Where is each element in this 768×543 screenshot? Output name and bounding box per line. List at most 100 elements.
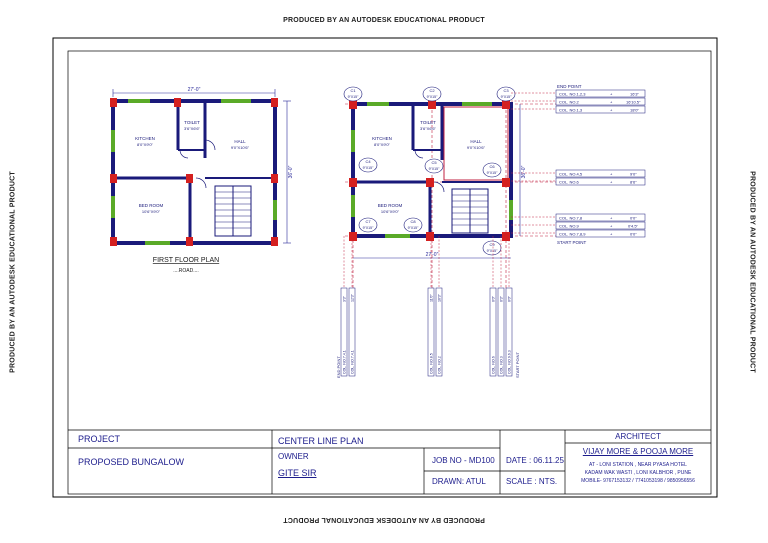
svg-text:+: + — [610, 172, 613, 177]
svg-text:9"X15": 9"X15" — [501, 95, 512, 99]
architect-address-1: AT - LONI STATION , NEAR PYASA HOTEL — [589, 462, 687, 468]
svg-text:COL. NO.2: COL. NO.2 — [559, 100, 580, 105]
svg-text:9"X15": 9"X15" — [348, 95, 359, 99]
ffp-toilet-label: TOILET — [184, 120, 200, 125]
svg-text:COL. NO.7,8: COL. NO.7,8 — [559, 216, 583, 221]
watermark-top: PRODUCED BY AN AUTODESK EDUCATIONAL PROD… — [283, 17, 485, 24]
svg-text:0'0": 0'0" — [630, 216, 637, 221]
ffp-width-dim: 27'-0" — [188, 87, 201, 93]
col-tag-c5: C5 — [431, 160, 437, 165]
svg-text:COL. NO.7,4,1: COL. NO.7,4,1 — [343, 350, 347, 374]
svg-text:9"X15": 9"X15" — [487, 171, 498, 175]
svg-text:COL. NO.7,8,9: COL. NO.7,8,9 — [559, 232, 586, 237]
svg-text:+: + — [610, 232, 613, 237]
col-tag-c2: C2 — [429, 88, 435, 93]
svg-text:+: + — [610, 100, 613, 105]
svg-text:3'6"X6'6": 3'6"X6'6" — [420, 126, 437, 131]
svg-text:3'3": 3'3" — [343, 295, 347, 302]
svg-text:+: + — [610, 108, 613, 113]
architect-names: VIJAY MORE & POOJA MORE — [582, 447, 694, 456]
col-tag-c6: C6 — [489, 164, 495, 169]
ffp-title: FIRST FLOOR PLAN — [153, 257, 219, 264]
svg-text:0'0": 0'0" — [508, 295, 512, 302]
svg-text:9"X15": 9"X15" — [363, 166, 374, 170]
bottom-start-point-label: START POINT — [515, 351, 520, 378]
ffp-kitchen-size: 8'0"X9'0" — [137, 142, 154, 147]
svg-text:9"X15": 9"X15" — [487, 249, 498, 253]
ffp-hall-label: HALL — [234, 139, 246, 144]
svg-text:0'0": 0'0" — [492, 295, 496, 302]
ffp-outer-wall — [111, 99, 277, 245]
svg-text:+: + — [610, 92, 613, 97]
center-line-plan: C1 9"X15" C2 9"X15" C3 9"X15" C4 9"X15" … — [336, 84, 646, 378]
ffp-hall-size: 9'0"X10'6" — [231, 145, 250, 150]
ffp-toilet-size: 3'6"X6'6" — [184, 126, 201, 131]
svg-text:COL. NO.1,2,3: COL. NO.1,2,3 — [559, 92, 586, 97]
drawing-title: CENTER LINE PLAN — [278, 436, 364, 446]
col-tag-c8: C8 — [410, 219, 416, 224]
svg-text:COL. NO.7,4,1: COL. NO.7,4,1 — [351, 350, 355, 374]
ffp-window — [111, 196, 115, 218]
ffp-kitchen-label: KITCHEN — [135, 136, 155, 141]
svg-text:COL. NO.9: COL. NO.9 — [559, 224, 580, 229]
col-tag-c9: C9 — [489, 242, 495, 247]
svg-text:9'0"X10'6": 9'0"X10'6" — [467, 145, 486, 150]
clp-width-dim: 27'-0" — [426, 252, 439, 258]
col-tag-c1: C1 — [350, 88, 356, 93]
svg-text:18'0": 18'0" — [630, 108, 639, 113]
drawing-date: DATE : 06.11.25 — [506, 456, 564, 465]
col-tag-c3: C3 — [503, 88, 509, 93]
owner-name: GITE SIR — [278, 468, 317, 478]
clp-hall-outline — [443, 106, 509, 181]
svg-text:9"X15": 9"X15" — [408, 226, 419, 230]
svg-text:COL. NO.8,5: COL. NO.8,5 — [430, 353, 434, 374]
svg-text:16'10.5": 16'10.5" — [626, 100, 641, 105]
clp-kitchen-label: KITCHEN — [372, 136, 392, 141]
ffp-road: ....ROAD.... — [173, 268, 199, 274]
svg-text:11'0": 11'0" — [430, 294, 434, 302]
bottom-end-point-label: END POINT — [336, 356, 341, 378]
svg-text:10'6"X9'0": 10'6"X9'0" — [381, 209, 400, 214]
svg-text:9'0": 9'0" — [630, 172, 637, 177]
clp-bottom-tags: COL. NO.7,4,1 3'3" COL. NO.7,4,1 12'3" E… — [336, 287, 520, 378]
col-tag-c4: C4 — [365, 159, 371, 164]
svg-text:9"X15": 9"X15" — [363, 226, 374, 230]
clp-columns — [349, 100, 510, 241]
svg-text:+: + — [610, 224, 613, 229]
ffp-window — [221, 99, 251, 103]
svg-text:COL. NO.2: COL. NO.2 — [438, 356, 442, 374]
svg-text:+: + — [610, 216, 613, 221]
right-end-point-label: END POINT — [557, 84, 582, 89]
svg-text:COL. NO.1,3: COL. NO.1,3 — [559, 108, 583, 113]
svg-text:+: + — [610, 180, 613, 185]
ffp-depth-dim: 36'-0" — [288, 165, 294, 178]
drawing-scale: SCALE : NTS. — [506, 477, 558, 486]
architect-label: ARCHITECT — [615, 432, 661, 441]
svg-text:8'6": 8'6" — [630, 180, 637, 185]
clp-bedroom-label: BED ROOM — [378, 203, 403, 208]
col-tag-c7: C7 — [365, 219, 371, 224]
drawn-by: DRAWN: ATUL — [432, 477, 486, 486]
svg-text:0'0": 0'0" — [630, 232, 637, 237]
clp-right-table: END POINT COL. NO.1,2,3 +16'3" COL. NO.2 +… — [555, 84, 646, 245]
svg-text:COL. NO.6: COL. NO.6 — [492, 356, 496, 374]
svg-text:12'3": 12'3" — [351, 293, 355, 302]
ffp-staircase — [214, 185, 252, 237]
svg-text:COL. NO.6: COL. NO.6 — [559, 180, 580, 185]
ffp-window — [145, 241, 170, 245]
clp-hall-label: HALL — [470, 139, 482, 144]
drawing-frame — [67, 50, 712, 495]
ffp-bedroom-label: BED ROOM — [139, 203, 164, 208]
ffp-window — [111, 130, 115, 152]
right-start-point-label: START POINT — [557, 240, 587, 245]
project-label: PROJECT — [78, 434, 121, 444]
svg-text:8'0"X9'0": 8'0"X9'0" — [374, 142, 391, 147]
svg-text:16'3": 16'3" — [630, 92, 639, 97]
svg-text:0'4.5": 0'4.5" — [628, 224, 639, 229]
svg-text:COL. NO.3: COL. NO.3 — [500, 356, 504, 374]
svg-text:COL. NO.4,5: COL. NO.4,5 — [559, 172, 583, 177]
clp-depth-dim: 36'-0" — [521, 165, 527, 178]
svg-text:9"X15": 9"X15" — [429, 167, 440, 171]
owner-label: OWNER — [278, 452, 309, 461]
